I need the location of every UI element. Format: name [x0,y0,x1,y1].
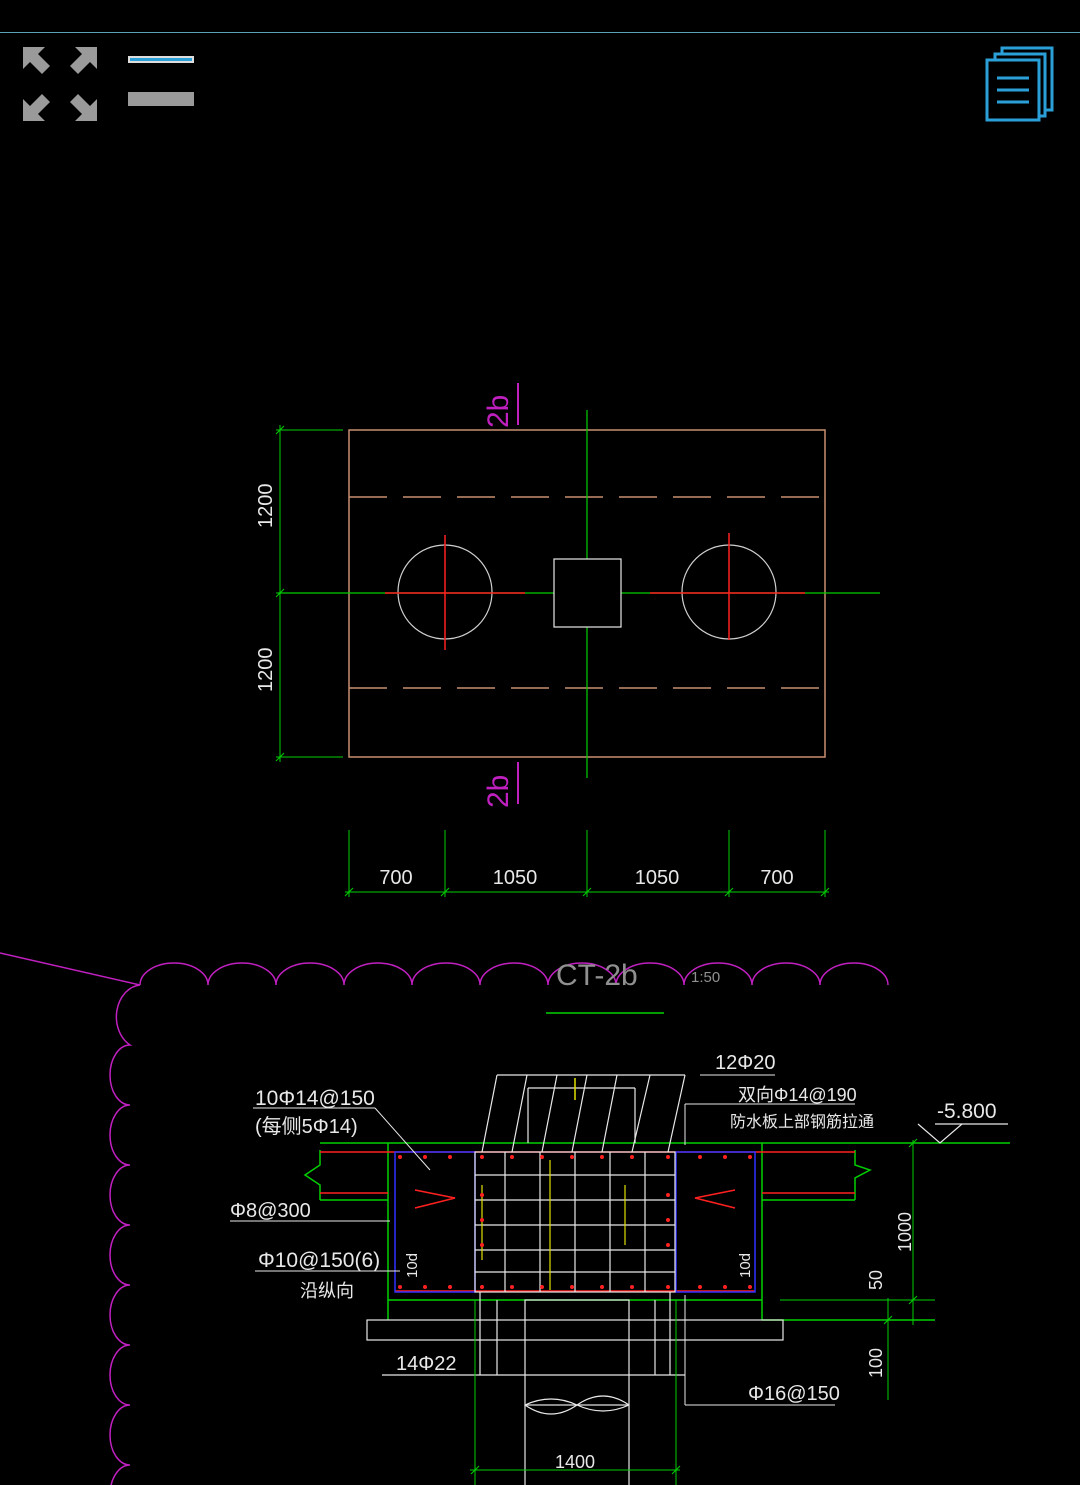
label-elevation: -5.800 [937,1100,997,1123]
document-list-icon [985,46,1054,122]
plan-dim-bottom-4: 700 [760,867,793,889]
section-mark-top: 2b [482,383,519,428]
top-divider [0,32,1080,33]
section-scale: 1:50 [691,969,720,986]
label-pile-bars: Φ16@150 [748,1383,840,1405]
label-top-bars: 12Φ20 [715,1052,775,1074]
section-detail: 12Φ20 10Φ14@150 (每侧5Φ14) 双向Φ14@190 防水板上部… [230,1052,1010,1485]
label-stirrup: Φ8@300 [230,1200,311,1222]
label-dim-100: 100 [866,1348,886,1378]
label-anchor-right: 10d [737,1253,754,1278]
label-dim-50: 50 [866,1270,886,1290]
layer-toggle-icon [128,56,194,106]
document-list-button[interactable] [984,44,1058,122]
plan-dim-bottom-1: 700 [379,867,412,889]
plan-dim-left-2: 1200 [255,648,277,693]
section-mark-bottom: 2b [482,762,519,808]
label-two-way: 双向Φ14@190 [738,1085,857,1105]
cushion-layer [366,1319,784,1341]
svg-text:2b: 2b [482,395,515,428]
label-dim-height: 1000 [895,1212,915,1252]
label-waterproof: 防水板上部钢筋拉通 [730,1113,874,1131]
label-tie-direction: 沿纵向 [300,1281,354,1301]
plan-dim-left-1: 1200 [255,484,277,529]
plan-dim-bottom-3: 1050 [635,867,680,889]
plan-dim-left [275,425,343,762]
layer-toggle-button[interactable] [126,52,196,112]
label-side-bars: 10Φ14@150 [255,1087,375,1110]
column [553,558,622,628]
plan-dim-bottom-2: 1050 [493,867,538,889]
plan-dim-bottom [344,830,830,897]
label-side-bars-note: (每侧5Φ14) [255,1115,358,1138]
label-bottom-bars: 14Φ22 [396,1353,456,1375]
expand-arrows-icon [23,47,97,121]
fullscreen-button[interactable] [20,44,100,124]
label-tie: Φ10@150(6) [258,1249,380,1272]
section-title: CT-2b [556,959,638,992]
plan-view: 2b 2b 1200 1200 [255,383,880,897]
revision-cloud [0,952,889,1485]
label-anchor-left: 10d [404,1253,421,1278]
label-dim-width: 1400 [555,1452,595,1472]
svg-text:2b: 2b [482,775,515,808]
